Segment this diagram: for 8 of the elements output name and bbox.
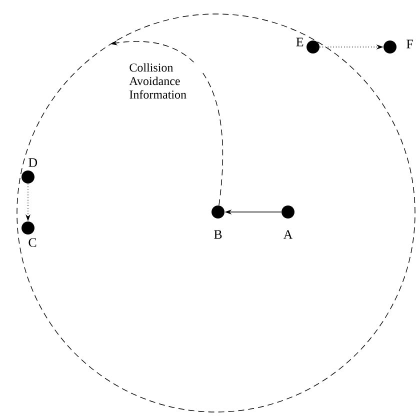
node-letter: D — [28, 158, 38, 167]
range-circle — [16, 14, 416, 412]
edge-label: Collision Avoidance Information — [128, 62, 202, 100]
node-letter: E — [296, 38, 304, 46]
node-letter: B — [214, 230, 222, 239]
node-letter: C — [28, 238, 36, 247]
node-letter: F — [406, 40, 413, 48]
node-letter: A — [283, 230, 293, 239]
